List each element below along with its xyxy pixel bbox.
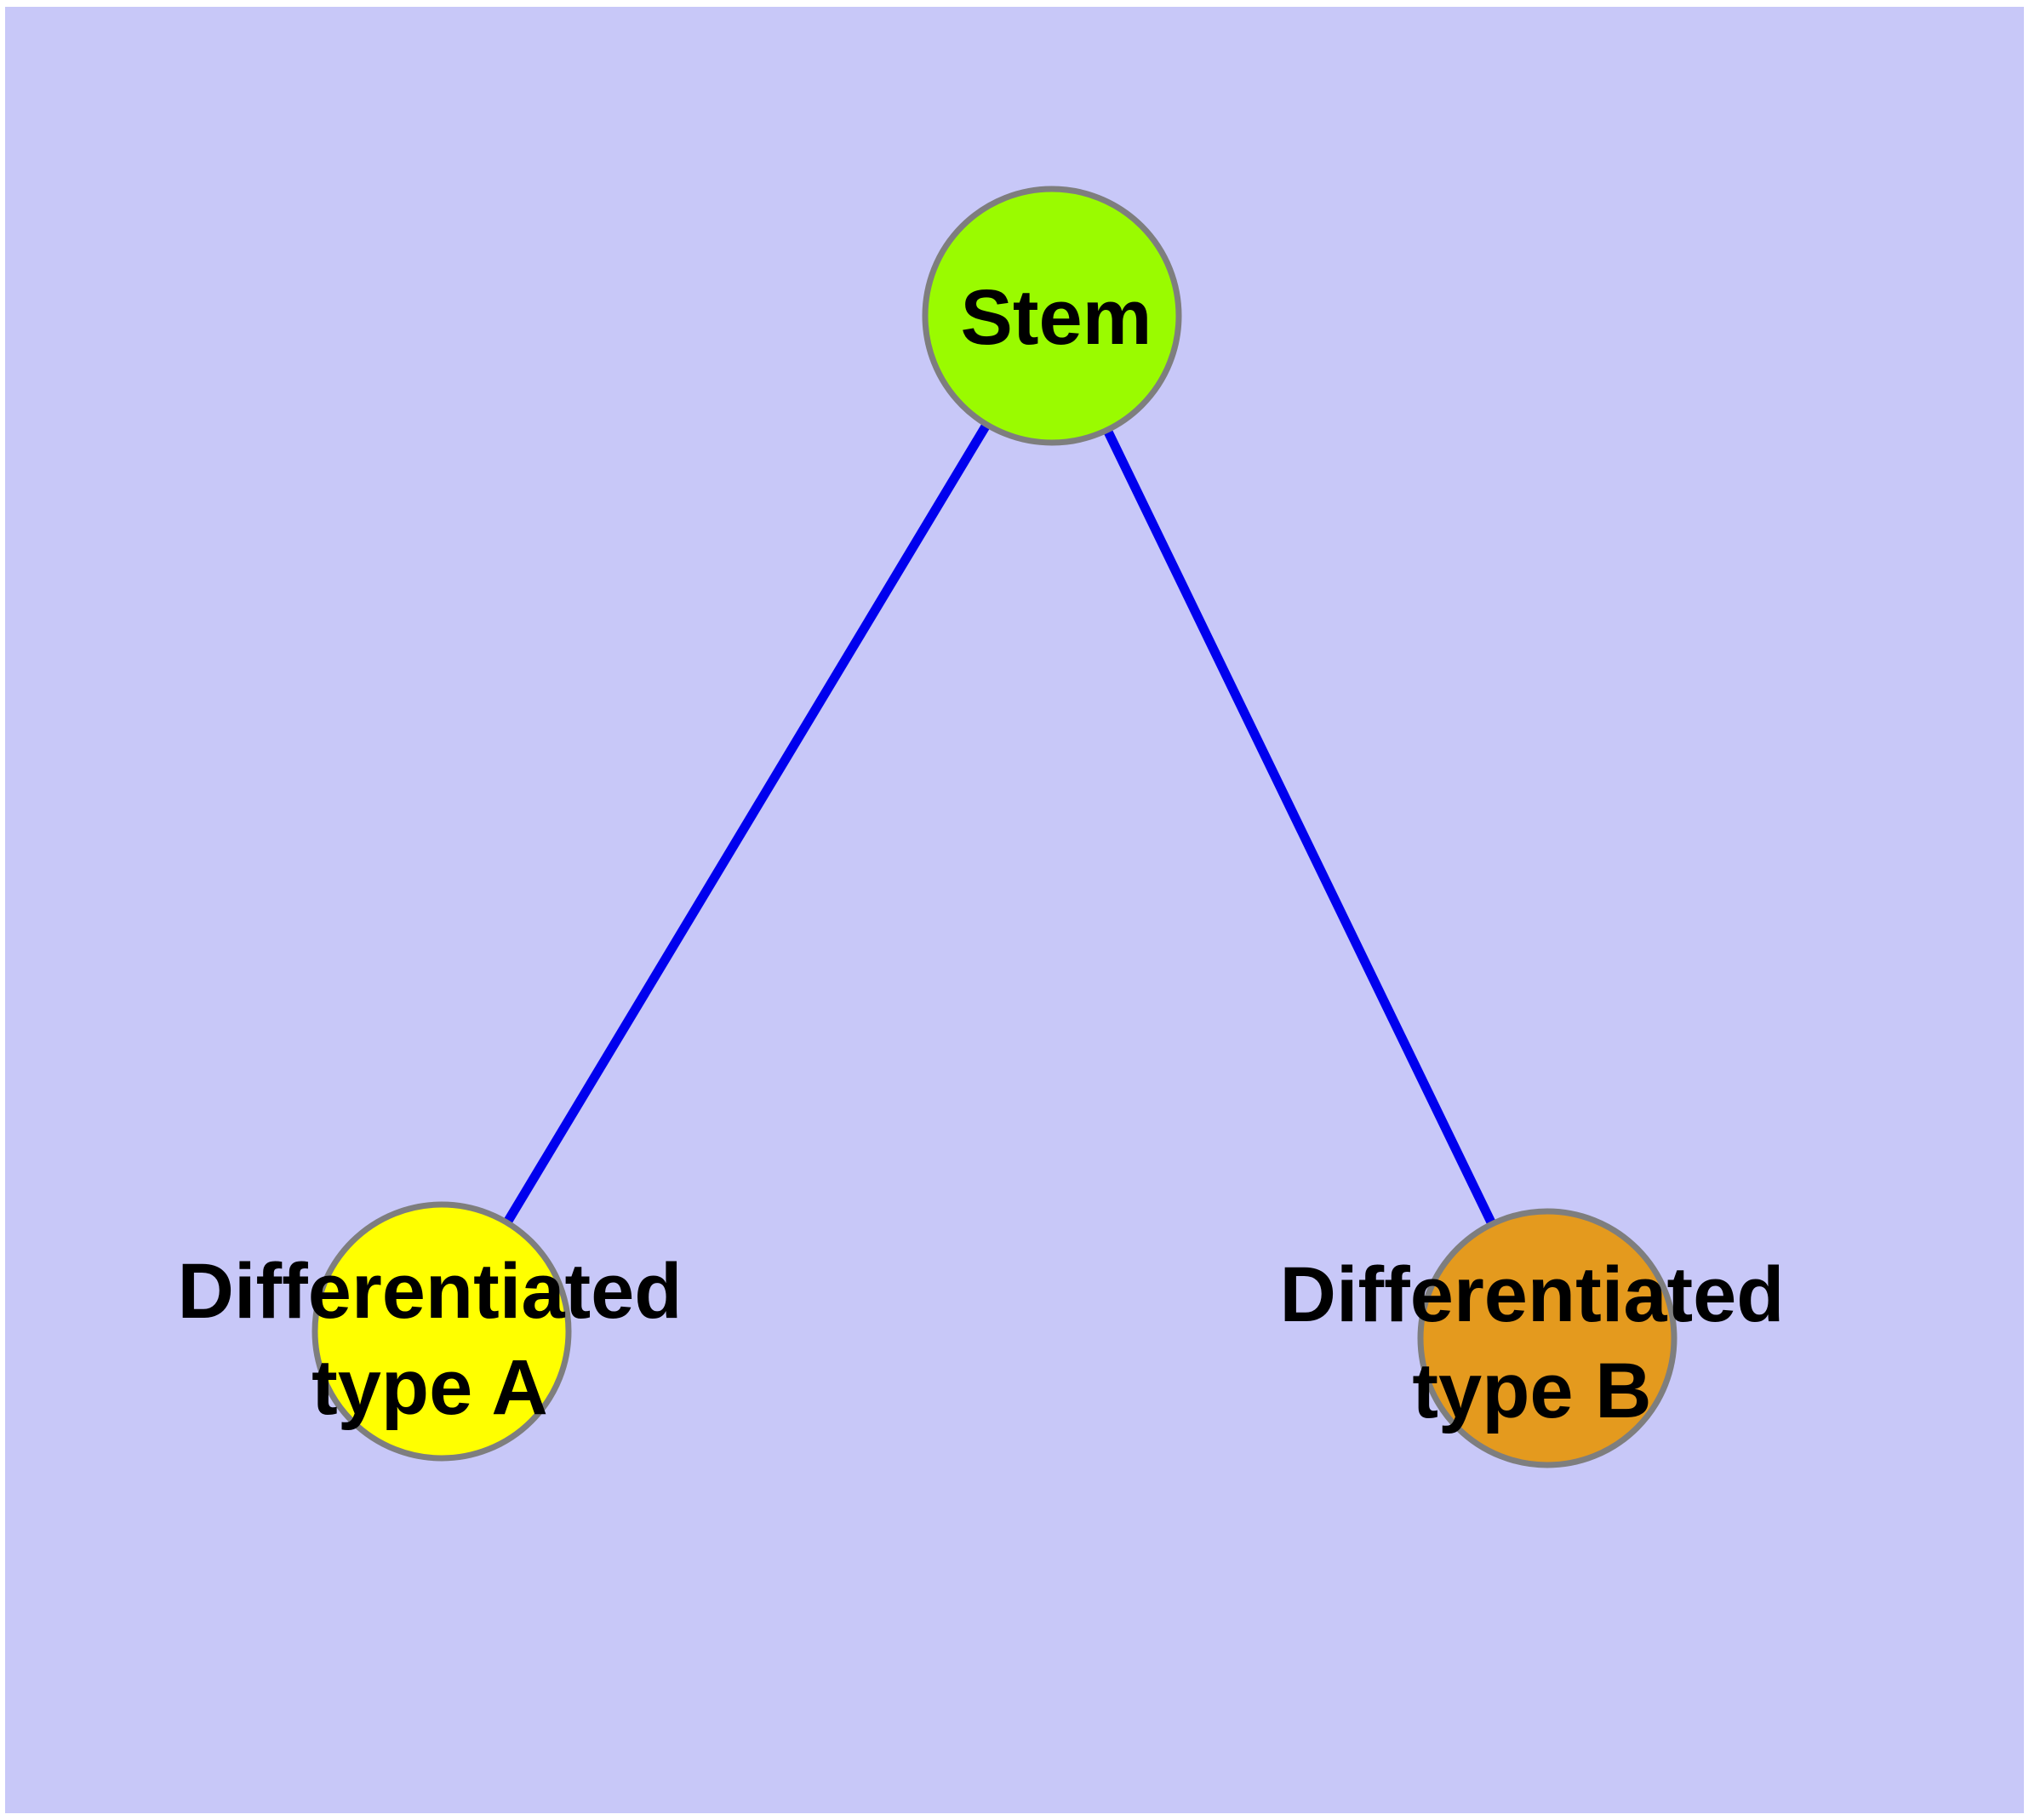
node-differentiated-type-a: Differentiated type A — [178, 1201, 683, 1462]
node-type-b-label-line1: Differentiated — [1280, 1251, 1785, 1338]
node-stem-label: Stem — [961, 274, 1152, 361]
node-stem-circle — [922, 186, 1182, 446]
node-type-a-circle — [311, 1201, 572, 1462]
edge-group — [437, 313, 1552, 1341]
node-type-b-circle — [1417, 1208, 1677, 1468]
edge-stem-to-type-b — [1048, 313, 1552, 1341]
node-type-a-label-line1: Differentiated — [178, 1248, 683, 1335]
node-type-b-label-line2: type B — [1412, 1348, 1651, 1434]
node-type-a-label-line2: type A — [311, 1344, 548, 1431]
node-differentiated-type-b: Differentiated type B — [1280, 1208, 1785, 1468]
edge-stem-to-type-a — [437, 313, 1056, 1334]
node-stem: Stem — [922, 186, 1182, 446]
